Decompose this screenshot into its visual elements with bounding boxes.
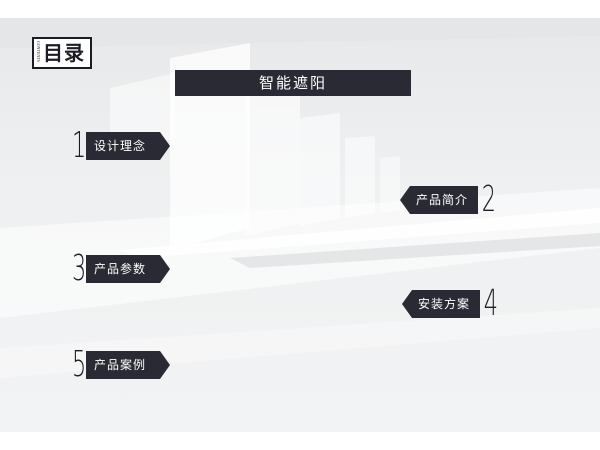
topic-title-bar: 智能遮阳 <box>175 70 411 96</box>
toc-item-2-label: 产品简介 <box>400 186 478 214</box>
toc-item-1-number: 1 <box>72 125 87 166</box>
toc-item-3-label: 产品参数 <box>86 255 170 283</box>
toc-item-4-number: 4 <box>483 283 498 324</box>
toc-item-4-label: 安装方案 <box>402 290 480 318</box>
slide: CONTENTS 目录 智能遮阳 1 设计理念 产品简介 2 3 产品参数 安装… <box>0 18 600 432</box>
toc-item-4[interactable]: 安装方案 4 <box>402 284 498 324</box>
toc-item-2[interactable]: 产品简介 2 <box>400 180 496 220</box>
toc-item-5-number: 5 <box>72 344 87 385</box>
toc-item-1[interactable]: 1 设计理念 <box>72 126 172 166</box>
toc-item-3[interactable]: 3 产品参数 <box>72 249 172 289</box>
toc-item-5[interactable]: 5 产品案例 <box>72 345 172 385</box>
toc-item-3-number: 3 <box>72 248 87 289</box>
toc-label-box: CONTENTS 目录 <box>32 37 92 69</box>
toc-item-1-label: 设计理念 <box>86 132 170 160</box>
toc-vertical-text: CONTENTS <box>36 41 41 62</box>
toc-item-2-number: 2 <box>481 179 496 220</box>
toc-item-5-label: 产品案例 <box>86 351 170 379</box>
toc-title: 目录 <box>43 41 85 65</box>
